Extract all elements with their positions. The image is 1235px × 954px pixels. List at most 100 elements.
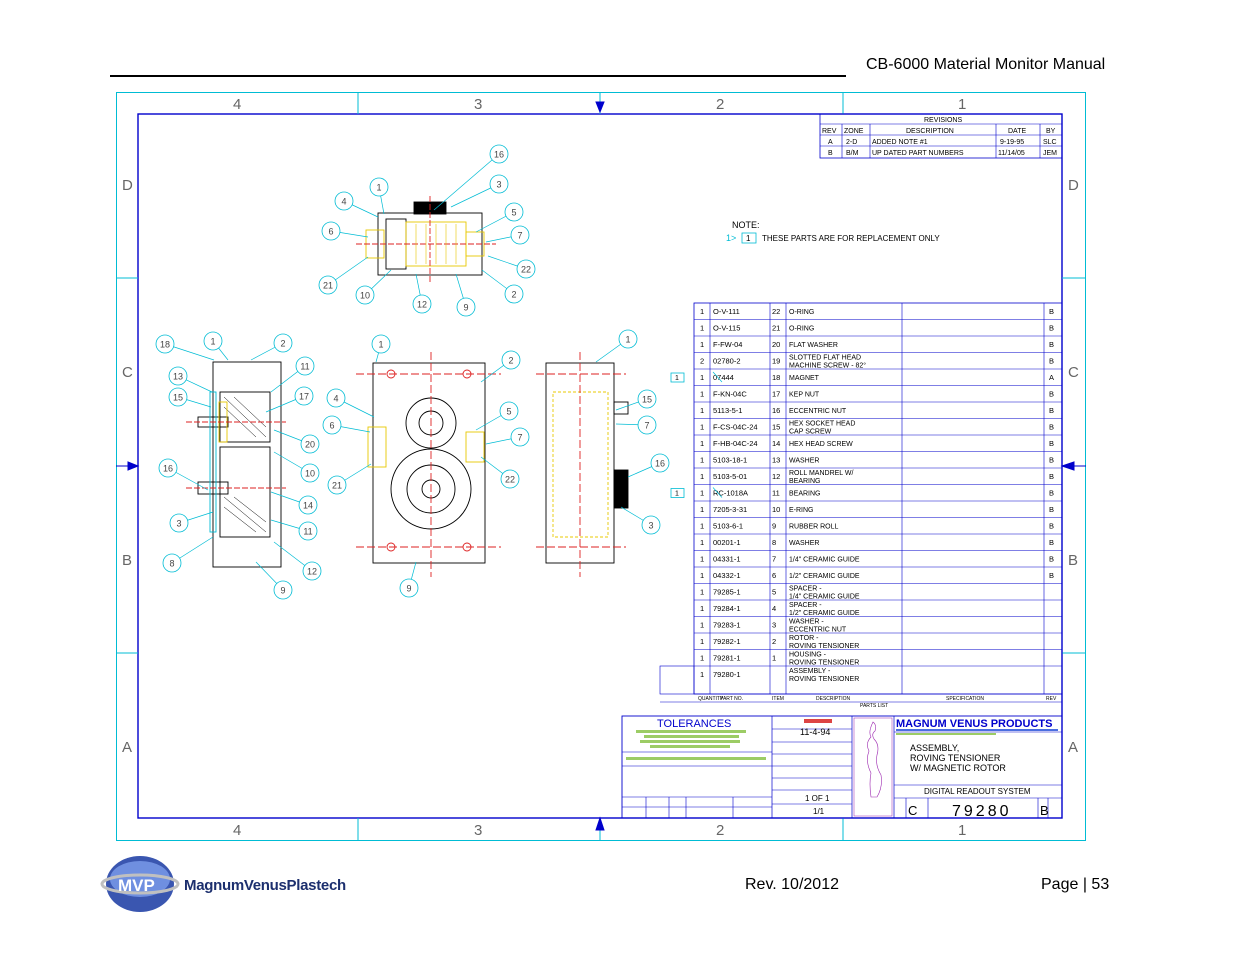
bom-rev: B — [1049, 472, 1054, 481]
title-block: TOLERANCES 11-4-94 1 OF 1 1/1 MAGNUM VEN… — [621, 715, 1063, 820]
bom-frame — [693, 302, 1063, 695]
bom-part-no: F-HB-04C-24 — [713, 439, 758, 448]
balloon-label: 3 — [176, 519, 181, 529]
logo-wordmark: MagnumVenusPlastech — [184, 877, 346, 894]
system-name: DIGITAL READOUT SYSTEM — [924, 787, 1031, 796]
front-view-drawing — [356, 352, 501, 577]
balloon-circle — [302, 561, 322, 581]
drawing-date: 11-4-94 — [800, 727, 830, 737]
balloon-circle — [504, 202, 524, 222]
header-rule — [110, 75, 846, 77]
bom-part-no: O-V-111 — [713, 307, 740, 316]
balloon-label: 7 — [517, 231, 522, 241]
document-title: CB-6000 Material Monitor Manual — [866, 56, 1106, 73]
center-arrow-bottom — [595, 816, 605, 831]
bom-description: KEP NUT — [789, 392, 820, 399]
balloon-label: 16 — [494, 150, 504, 160]
balloon-circle — [456, 297, 476, 317]
balloon-label: 21 — [323, 281, 333, 291]
balloon-circle — [650, 453, 670, 473]
bom-description: O-RING — [789, 309, 814, 316]
balloon-label: 22 — [505, 475, 515, 485]
balloon-label: 2 — [508, 356, 513, 366]
bom-item: 22 — [772, 307, 780, 316]
balloon-label: 12 — [417, 300, 427, 310]
balloon-label: 5 — [506, 407, 511, 417]
bom-rev: B — [1049, 324, 1054, 333]
bom-qty: 1 — [700, 604, 704, 613]
zone-row-A-left: A — [122, 739, 132, 756]
bom-qty: 1 — [700, 423, 704, 432]
logo-badge: MVP — [118, 876, 155, 895]
balloon-circle — [321, 221, 341, 241]
bom-description: ROLL MANDREL W/ — [789, 470, 853, 477]
balloon-leader — [433, 153, 500, 211]
bom-part-no: 79285-1 — [713, 588, 741, 597]
bom-qty: 1 — [700, 373, 704, 382]
balloon-circle — [334, 191, 354, 211]
balloon-label: 15 — [642, 395, 652, 405]
zone-row-D-right: D — [1068, 177, 1079, 194]
bom-item: 15 — [772, 423, 780, 432]
balloon-label: 4 — [333, 394, 338, 404]
balloon-circle — [273, 333, 293, 353]
balloon-label: 7 — [517, 433, 522, 443]
bom-description: BEARING — [789, 478, 821, 485]
zone-col-2-top: 2 — [716, 96, 724, 113]
bom-item: 18 — [772, 373, 780, 382]
balloon-circle — [504, 284, 524, 304]
bom-qty: 1 — [700, 406, 704, 415]
bom-description: ECCENTRIC NUT — [789, 627, 847, 634]
bom-description: ASSEMBLY - — [789, 668, 831, 675]
balloon-circle — [371, 334, 391, 354]
balloon-label: 5 — [511, 208, 516, 218]
balloon-label: 1 — [376, 183, 381, 193]
bom-part-no: 5113-5-1 — [713, 406, 742, 415]
bom-qty: 1 — [700, 654, 704, 663]
balloon-circle — [168, 366, 188, 386]
bom-description: 1/4" CERAMIC GUIDE — [789, 594, 860, 601]
bom-flag: 1 — [675, 491, 679, 498]
bom-description: SPACER - — [789, 602, 822, 609]
bom-qty: 1 — [700, 588, 704, 597]
bom-part-no: 5103-5-01 — [713, 472, 747, 481]
bom-qty: 1 — [700, 456, 704, 465]
zone-col-4-top: 4 — [233, 96, 241, 113]
revision-date: Rev. 10/2012 — [745, 876, 839, 893]
balloon-circle — [489, 174, 509, 194]
bom-item: 10 — [772, 505, 780, 514]
bom-qty: 1 — [700, 621, 704, 630]
balloon-circle — [399, 578, 419, 598]
bom-qty: 1 — [700, 324, 704, 333]
balloon-circle — [295, 356, 315, 376]
zone-row-A-right: A — [1068, 739, 1078, 756]
balloon-circle — [510, 225, 530, 245]
bom-qty: 1 — [700, 538, 704, 547]
bom-rev: B — [1049, 538, 1054, 547]
bom-part-no: 04331-1 — [713, 555, 741, 564]
bom-qty: 1 — [700, 439, 704, 448]
balloon-circle — [326, 388, 346, 408]
zone-col-2-bottom: 2 — [716, 822, 724, 839]
rev-row-a-desc: ADDED NOTE #1 — [872, 139, 928, 146]
bom-part-no: 5103-18-1 — [713, 456, 747, 465]
bom-description: MACHINE SCREW - 82° — [789, 362, 866, 370]
balloon-label: 2 — [511, 290, 516, 300]
rev-row-b-zone: B/M — [846, 150, 859, 157]
balloon-label: 16 — [655, 459, 665, 469]
balloon-circle — [169, 513, 189, 533]
bom-item: 4 — [772, 604, 776, 613]
bom-part-no: 79282-1 — [713, 637, 741, 646]
balloon-circle — [500, 469, 520, 489]
rev-col-rev: REV — [822, 128, 837, 135]
bom-rev: B — [1049, 307, 1054, 316]
bom-part-no: 79283-1 — [713, 621, 741, 630]
bom-description: O-RING — [789, 326, 814, 333]
bom-part-no: 79280-1 — [713, 670, 741, 679]
bom-part-no: F-FW-04 — [713, 340, 742, 349]
bom-flag-box — [670, 372, 685, 383]
bom-rev: B — [1049, 423, 1054, 432]
balloon-circle — [300, 463, 320, 483]
bom-item: 6 — [772, 571, 776, 580]
balloon-circle — [641, 515, 661, 535]
